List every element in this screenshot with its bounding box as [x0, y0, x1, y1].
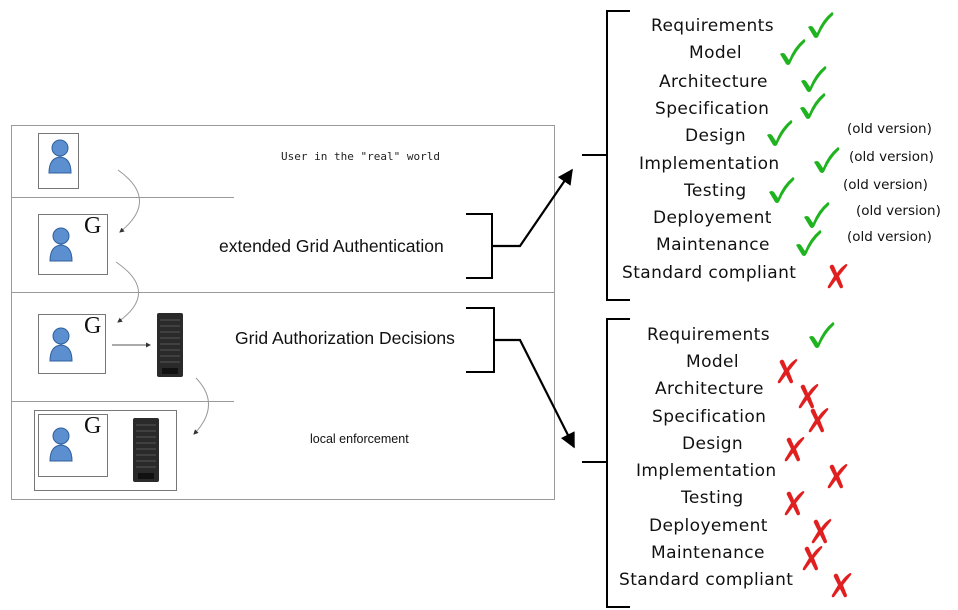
check-icon	[766, 175, 796, 205]
check-icon	[777, 37, 807, 67]
row-label-local-enforcement: local enforcement	[310, 432, 409, 446]
phase-label: Maintenance	[656, 235, 770, 255]
cross-icon	[779, 488, 809, 518]
cross-icon	[803, 405, 833, 435]
phase-label: Standard compliant	[619, 570, 794, 590]
user-icon	[49, 427, 73, 462]
phase-label: Model	[689, 43, 743, 63]
auth-bracket	[466, 213, 493, 279]
phase-label: Design	[685, 126, 747, 146]
server-icon	[133, 418, 159, 482]
user-icon	[49, 327, 73, 362]
grid-g-letter: G	[84, 313, 102, 339]
phase-label: Maintenance	[651, 543, 765, 563]
phase-label: Architecture	[659, 72, 768, 92]
check-icon	[793, 228, 823, 258]
auth-connector	[492, 168, 573, 248]
phase-label: Specification	[652, 407, 767, 427]
authorization-label: Grid Authorization Decisions	[235, 328, 455, 348]
old-version-note: (old version)	[849, 149, 934, 165]
user-box	[38, 414, 108, 477]
check-icon	[805, 10, 835, 40]
grid-g-letter: G	[84, 213, 102, 239]
phase-label: Implementation	[636, 461, 777, 481]
check-icon	[764, 118, 794, 148]
authz-connector	[494, 338, 575, 449]
check-icon	[801, 200, 831, 230]
user-icon	[48, 139, 72, 174]
cross-icon	[822, 261, 852, 291]
auth-list-bracket	[582, 10, 630, 301]
user-box	[38, 214, 108, 275]
phase-label: Standard compliant	[622, 263, 797, 283]
check-icon	[806, 320, 836, 350]
old-version-note: (old version)	[847, 121, 932, 137]
old-version-note: (old version)	[856, 203, 941, 219]
check-icon	[811, 145, 841, 175]
phase-label: Requirements	[651, 16, 774, 36]
old-version-note: (old version)	[847, 229, 932, 245]
phase-label: Testing	[681, 488, 744, 508]
server-icon	[157, 313, 183, 377]
user-box	[38, 314, 106, 374]
cross-icon	[806, 516, 836, 546]
cross-icon	[779, 434, 809, 464]
authz-list-bracket	[582, 318, 630, 608]
phase-label: Design	[682, 434, 744, 454]
phase-label: Deployement	[649, 516, 768, 536]
cross-icon	[772, 356, 802, 386]
row-label-user: User in the "real" world	[281, 150, 440, 163]
phase-label: Requirements	[647, 325, 770, 345]
flow-arrow	[115, 261, 139, 323]
old-version-note: (old version)	[843, 177, 928, 193]
cross-icon	[797, 543, 827, 573]
authz-bracket	[466, 307, 495, 373]
phase-label: Testing	[684, 181, 747, 201]
flow-arrow	[117, 169, 140, 233]
phase-label: Specification	[655, 99, 770, 119]
cross-icon	[793, 381, 823, 411]
check-icon	[798, 64, 828, 94]
grid-g-letter: G	[84, 413, 102, 439]
flow-arrow	[193, 377, 209, 435]
phase-label: Implementation	[639, 154, 780, 174]
phase-label: Model	[686, 352, 740, 372]
cross-icon	[822, 461, 852, 491]
user-icon	[49, 227, 73, 262]
left-panel-frame	[11, 125, 555, 500]
cross-icon	[826, 570, 856, 600]
authentication-label: extended Grid Authentication	[219, 236, 444, 256]
check-icon	[797, 91, 827, 121]
phase-label: Deployement	[653, 208, 772, 228]
phase-label: Architecture	[655, 379, 764, 399]
